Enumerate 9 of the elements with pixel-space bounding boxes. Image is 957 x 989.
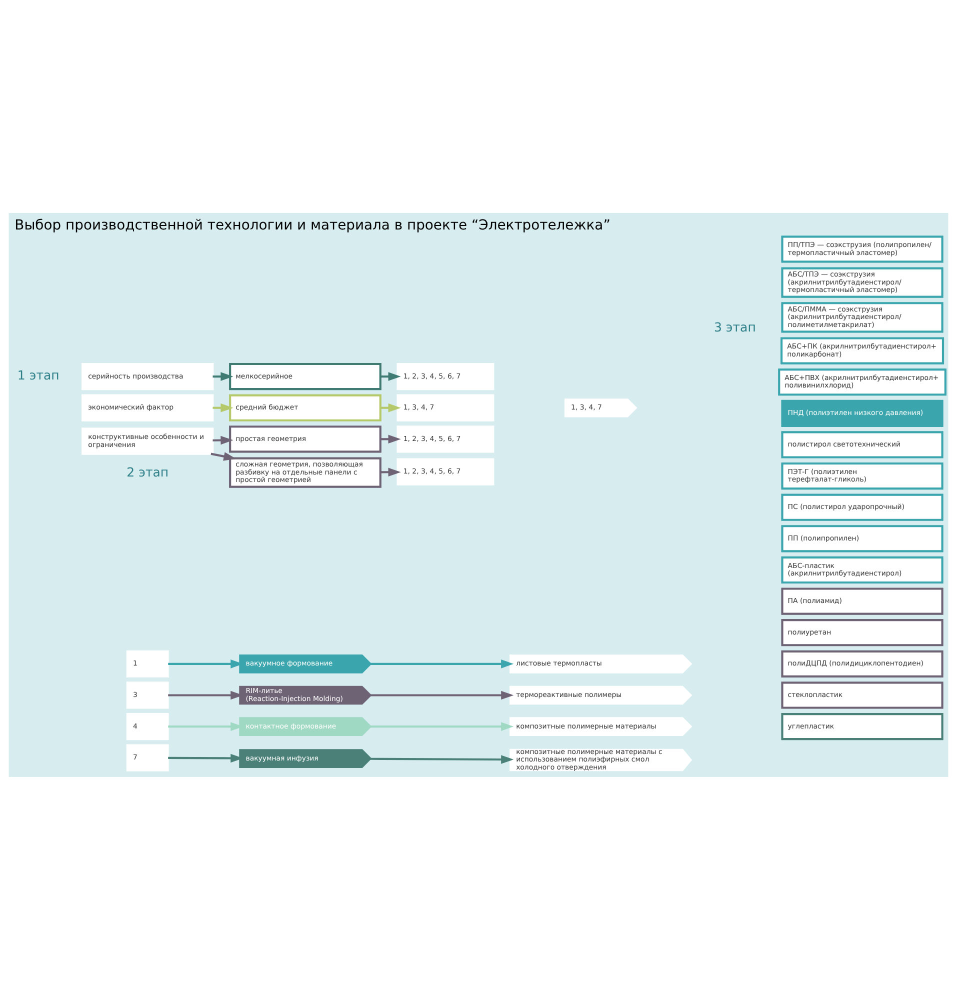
arrow <box>370 690 514 700</box>
arrow <box>370 754 514 764</box>
label: 3 этап <box>714 319 756 334</box>
label: 2 этап <box>126 464 169 479</box>
diagram-title: Выбор производственной технологии и материала в проекте “Электротележка” <box>14 217 610 234</box>
arrow <box>370 659 514 668</box>
arrow <box>370 722 514 730</box>
label: 1 этап <box>17 367 60 382</box>
arrow <box>210 452 236 460</box>
